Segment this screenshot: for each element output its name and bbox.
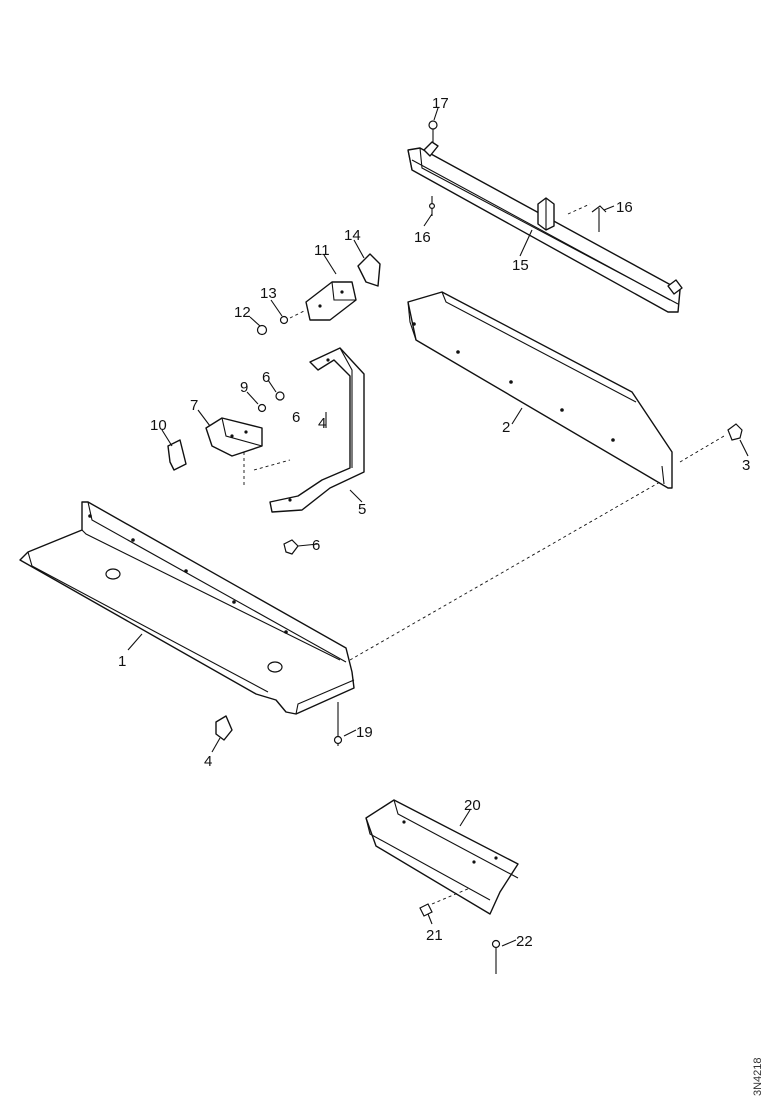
top-rail-part-15: [407, 141, 683, 313]
screw-part-12: [256, 324, 268, 336]
callout-21: 21: [426, 927, 443, 944]
callout-7: 7: [190, 397, 198, 414]
callout-6-upper: 6: [262, 369, 270, 386]
washer-part-13: [279, 309, 307, 325]
support-arm-part-5: [269, 347, 365, 513]
washer-part-9: [257, 403, 267, 413]
drawing-id: 3N4218: [752, 1057, 764, 1096]
bracket-part-11: [305, 281, 357, 321]
callout-15: 15: [512, 257, 529, 274]
callout-6-center: 6: [312, 537, 320, 554]
callout-22: 22: [516, 933, 533, 950]
bolt-part-16-right: [567, 203, 607, 232]
plate-part-10: [167, 439, 187, 471]
screw-part-21: [419, 887, 471, 917]
callout-13: 13: [260, 285, 277, 302]
base-tray-part-1: [19, 501, 355, 715]
bracket-part-7: [205, 417, 263, 457]
dashes-bracket-7: [243, 452, 291, 486]
callout-20: 20: [464, 797, 481, 814]
nut-part-8: [275, 391, 285, 401]
callout-19: 19: [356, 724, 373, 741]
callouts: 1 2 3 4 4 5 6 6 6 7 9 10 11 12 13 14 15 …: [118, 95, 750, 950]
callout-2: 2: [502, 419, 510, 436]
callout-16-left: 16: [414, 229, 431, 246]
bracket-part-20: [365, 799, 519, 915]
callout-5: 5: [358, 501, 366, 518]
clip-part-4-bottom: [215, 715, 233, 741]
callout-14: 14: [344, 227, 361, 244]
screw-part-17: [428, 120, 438, 142]
leader-lines: [127, 107, 749, 947]
bolt-part-22: [491, 939, 501, 974]
callout-11: 11: [314, 242, 330, 259]
callout-4-arm: 4: [318, 415, 326, 432]
callout-17: 17: [432, 95, 449, 112]
callout-1: 1: [118, 653, 126, 670]
callout-12: 12: [234, 304, 251, 321]
bolt-part-6-center: [283, 539, 299, 555]
screw-part-16-left: [429, 196, 436, 216]
callout-4-bottom: 4: [204, 753, 212, 770]
callout-3: 3: [742, 457, 750, 474]
bolt-part-3: [679, 423, 743, 463]
panel-part-2: [407, 291, 673, 489]
callout-10: 10: [150, 417, 167, 434]
callout-6-arm: 6: [292, 409, 300, 426]
bolt-part-19: [333, 702, 343, 746]
callout-9: 9: [240, 379, 248, 396]
plate-part-14: [357, 253, 381, 287]
connector-dashed-line: [349, 481, 661, 661]
callout-16-right: 16: [616, 199, 633, 216]
